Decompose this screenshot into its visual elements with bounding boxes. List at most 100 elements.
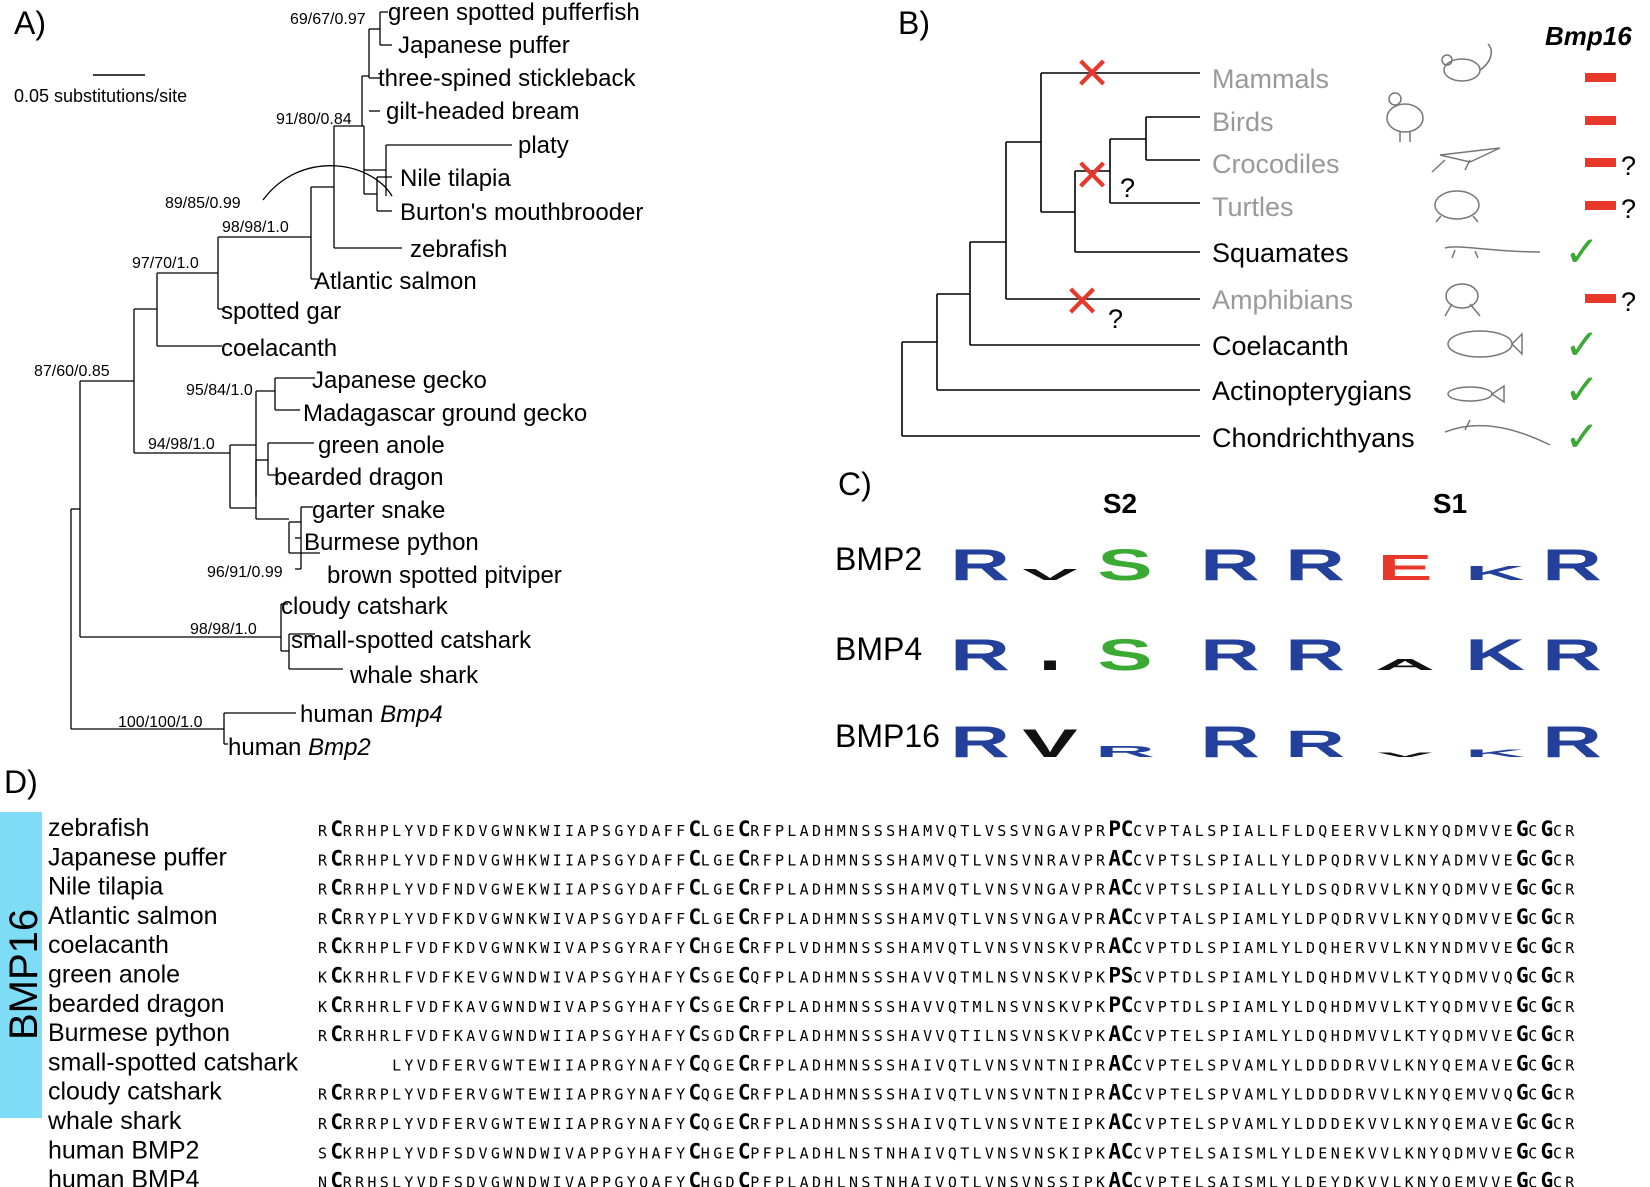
leaf-label: gilt-headed bream <box>386 98 579 125</box>
taxon-label: Mammals <box>1212 64 1329 94</box>
logo-letter: K <box>1465 630 1525 680</box>
taxa-list: MammalsBirdsCrocodiles?Turtles?Squamates… <box>1212 64 1636 460</box>
panel-a-letter: A) <box>14 5 46 41</box>
logo-row-label: BMP2 <box>835 541 922 577</box>
lizard-icon <box>1444 246 1541 259</box>
loss-cross-icon: × <box>1075 142 1109 207</box>
loss-cross-icon: × <box>1075 40 1109 105</box>
leaf-label: cloudy catshark <box>281 593 449 620</box>
support-value: 69/67/0.97 <box>290 11 366 28</box>
turtle-icon <box>1434 190 1480 223</box>
tree-a-support-values: 69/67/0.97 91/80/0.84 89/85/0.99 98/98/1… <box>34 11 366 731</box>
uncertain-mark: ? <box>1108 304 1123 334</box>
support-value: 98/98/1.0 <box>190 621 257 638</box>
leaf-label: garter snake <box>312 497 445 524</box>
tree-b-branches <box>901 72 1200 437</box>
alignment-row-label: Burmese python <box>48 1019 230 1047</box>
logo-letter: E <box>1377 548 1432 588</box>
leaf-label: small-spotted catshark <box>291 627 532 654</box>
logo-letter: R <box>1095 743 1155 761</box>
tree-a-leaf-labels: green spotted pufferfish Japanese puffer… <box>221 0 643 761</box>
alignment-row-label: human BMP4 <box>48 1166 200 1187</box>
alignment-row-label: bearded dragon <box>48 990 225 1018</box>
logo-row-label: BMP4 <box>835 631 922 667</box>
taxon-label: Turtles <box>1212 192 1294 222</box>
logo-letter: V <box>1377 751 1432 758</box>
support-value: 89/85/0.99 <box>165 195 241 212</box>
logo-letter: R <box>1542 630 1602 680</box>
panel-b: B) Bmp16 <box>898 5 1636 460</box>
taxon-label: Crocodiles <box>1212 149 1340 179</box>
bmp16-band <box>0 812 42 1118</box>
support-value: 91/80/0.84 <box>276 111 352 128</box>
site-label-s2: S2 <box>1103 488 1137 519</box>
leaf-label: spotted gar <box>221 298 341 325</box>
absent-dash-icon <box>1585 116 1616 125</box>
leaf-label: three-spined stickleback <box>378 65 636 92</box>
panel-d-letter: D) <box>4 764 38 800</box>
leaf-label: platy <box>518 132 569 159</box>
logo-letter: R <box>1542 540 1602 590</box>
leaf-label-human-bmp4: human Bmp4 <box>300 701 443 728</box>
absent-dash-icon <box>1585 73 1616 82</box>
gene-column-header: Bmp16 <box>1545 21 1632 51</box>
panel-b-letter: B) <box>898 5 930 41</box>
support-value: 100/100/1.0 <box>118 714 203 731</box>
leaf-label: Atlantic salmon <box>314 268 477 295</box>
alignment-row-label: small-spotted catshark <box>48 1048 299 1076</box>
support-value: 87/60/0.85 <box>34 363 110 380</box>
absent-dash-icon <box>1585 201 1616 210</box>
present-check-icon: ✓ <box>1564 413 1599 460</box>
logo-letter: R <box>950 630 1010 680</box>
alignment-row-label: cloudy catshark <box>48 1078 222 1106</box>
leaf-label: Nile tilapia <box>400 165 511 192</box>
animal-silhouettes <box>1386 43 1551 446</box>
logo-letter: R <box>1285 630 1345 680</box>
bmp16-band-label: BMP16 <box>2 909 46 1040</box>
leaf-label-human-bmp2: human Bmp2 <box>228 734 371 761</box>
leaf-label: Madagascar ground gecko <box>303 400 587 427</box>
present-check-icon: ✓ <box>1564 366 1599 413</box>
logo-letter: R <box>1285 723 1345 765</box>
present-check-icon: ✓ <box>1564 228 1599 275</box>
tree-a-branches <box>70 11 512 745</box>
uncertain-mark: ? <box>1621 194 1636 224</box>
support-value: 98/98/1.0 <box>222 219 289 236</box>
support-value: 97/70/1.0 <box>132 255 199 272</box>
taxon-label: Coelacanth <box>1212 331 1349 361</box>
logo-letter: K <box>1465 747 1525 759</box>
mouse-icon <box>1441 43 1493 82</box>
support-value: 94/98/1.0 <box>148 436 215 453</box>
logo-letter: R <box>1200 540 1260 590</box>
logo-letter: R <box>950 540 1010 590</box>
frog-icon <box>1444 283 1481 317</box>
leaf-label: whale shark <box>349 662 479 689</box>
panel-a: A) 0.05 substitutions/site <box>14 0 643 761</box>
logo-letter: R <box>1542 717 1602 767</box>
logo-letter: V <box>1022 566 1078 584</box>
logo-letter: R <box>1285 540 1345 590</box>
alignment-row-label: green anole <box>48 961 180 989</box>
logo-row-label: BMP16 <box>835 718 940 754</box>
taxon-label: Birds <box>1212 107 1274 137</box>
leaf-label: Japanese puffer <box>398 32 570 59</box>
support-value: 95/84/1.0 <box>186 382 253 399</box>
coelacanth-icon <box>1447 330 1523 358</box>
alignment-row-label: human BMP2 <box>48 1136 199 1164</box>
fish-icon <box>1447 384 1505 404</box>
uncertain-mark: ? <box>1120 173 1135 203</box>
crocodile-icon <box>1431 147 1501 173</box>
